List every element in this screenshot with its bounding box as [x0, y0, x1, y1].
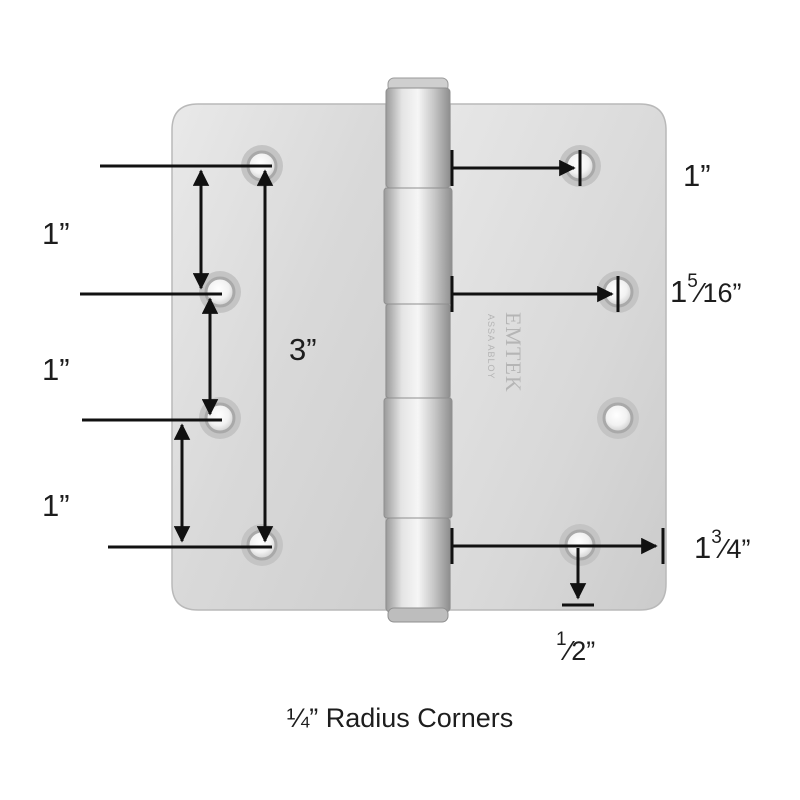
fraction-whole: 1: [670, 274, 688, 309]
right-mid-offset-label: 15⁄16”: [670, 271, 742, 309]
left-top-spacing-label: 1”: [42, 216, 70, 251]
svg-text:EMTEK: EMTEK: [501, 312, 526, 393]
svg-text:ASSA ABLOY: ASSA ABLOY: [486, 314, 496, 380]
hinge-barrel: [383, 77, 453, 623]
fraction-denominator: 16”: [702, 278, 742, 308]
fraction-numerator: 5: [687, 271, 698, 292]
fraction-numerator: 3: [711, 527, 722, 548]
right-top-offset-label: 1”: [683, 158, 711, 193]
fraction-denominator: 2”: [571, 636, 596, 666]
left-screw-holes: [199, 145, 283, 566]
fraction-numerator: 1: [556, 629, 567, 650]
right-hinge-leaf: [449, 103, 667, 611]
left-mid-spacing-label: 1”: [42, 352, 70, 387]
total-span-label: 3”: [289, 332, 317, 367]
bottom-edge-label: 1⁄2”: [556, 629, 596, 666]
radius-corners-caption: ¼” Radius Corners: [286, 703, 514, 733]
fraction-denominator: 4”: [726, 534, 751, 564]
left-bottom-spacing-label: 1”: [42, 488, 70, 523]
right-width-label: 13⁄4”: [694, 527, 751, 565]
right-dimension-lines: [450, 150, 665, 607]
left-dimension-lines: [80, 164, 274, 549]
fraction-whole: 1: [694, 530, 712, 565]
brand-logo: EMTEK ASSA ABLOY: [486, 312, 526, 393]
